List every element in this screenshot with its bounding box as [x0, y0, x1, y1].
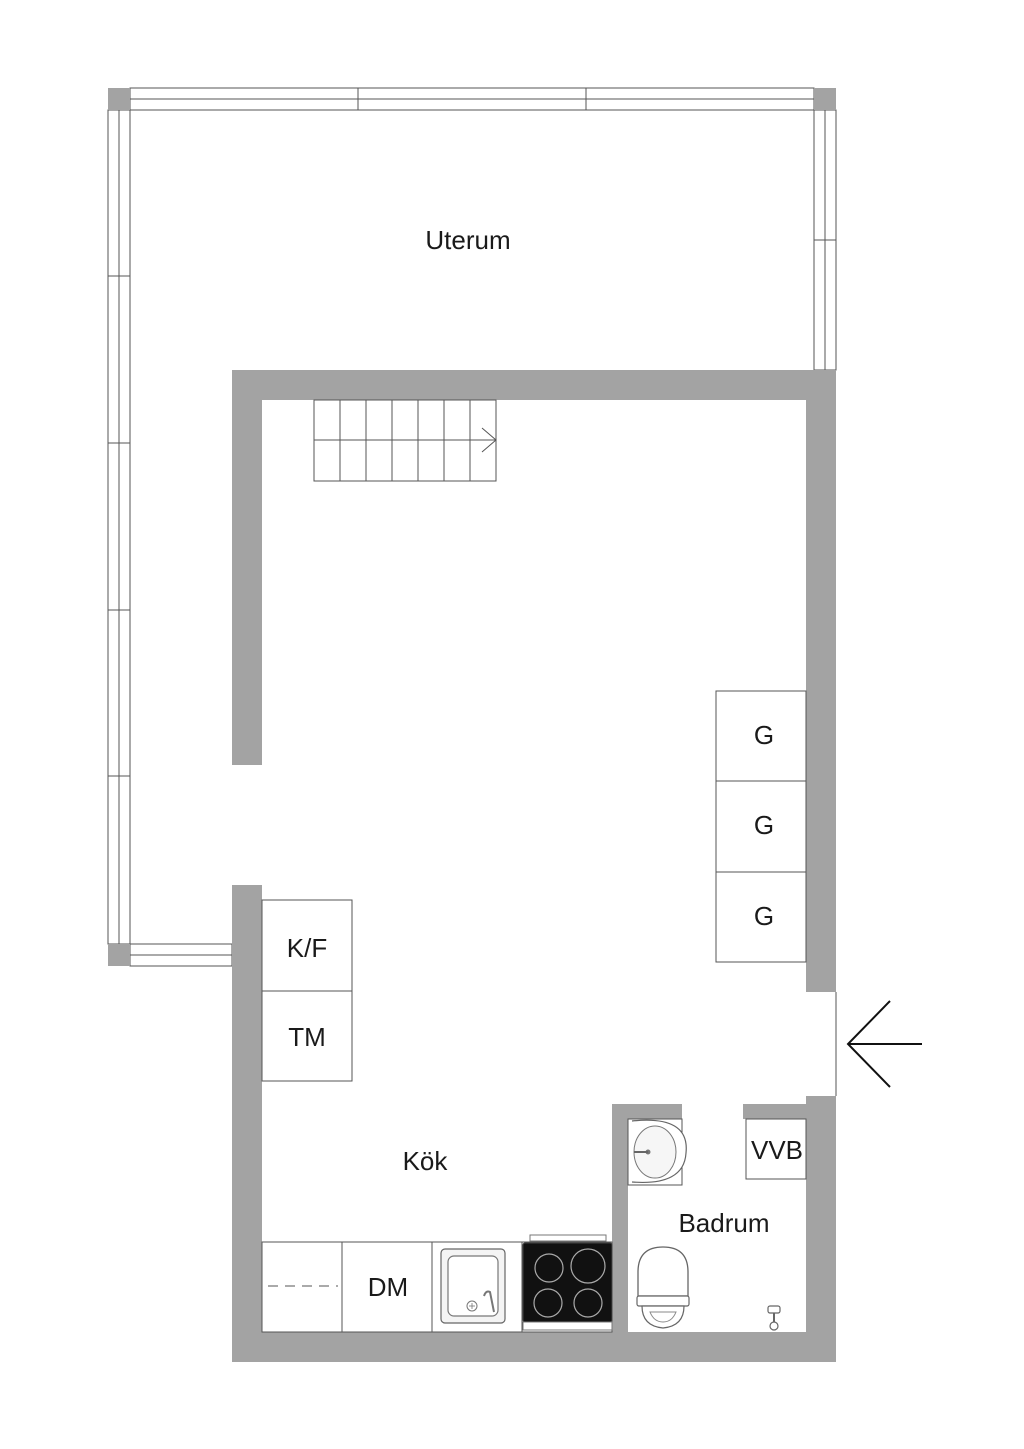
room-label-kok: Kök [403, 1146, 449, 1176]
dishwasher-label: DM [368, 1272, 408, 1302]
wardrobe-label-2: G [754, 810, 774, 840]
toilet-icon [636, 1246, 690, 1329]
water-heater-label: VVB [751, 1135, 803, 1165]
washing-machine-label: TM [288, 1022, 326, 1052]
floor-drain-icon [767, 1305, 781, 1331]
room-label-badrum: Badrum [678, 1208, 769, 1238]
kitchen-counter [261, 1241, 613, 1333]
kitchen-sink-icon [440, 1248, 506, 1324]
stove-icon [522, 1234, 613, 1331]
water-heater-box [745, 1118, 807, 1180]
stairs-icon [313, 399, 497, 482]
wardrobes [715, 690, 807, 963]
wardrobe-label-1: G [754, 720, 774, 750]
washbasin-icon [627, 1118, 687, 1186]
fridge-and-washer [261, 899, 353, 1082]
entrance-arrow-icon [846, 1000, 922, 1088]
wardrobe-label-3: G [754, 901, 774, 931]
room-label-uterum: Uterum [425, 225, 510, 255]
walls [232, 370, 836, 1362]
fridge-freezer-label: K/F [287, 933, 327, 963]
uterum-glazing [107, 87, 837, 967]
